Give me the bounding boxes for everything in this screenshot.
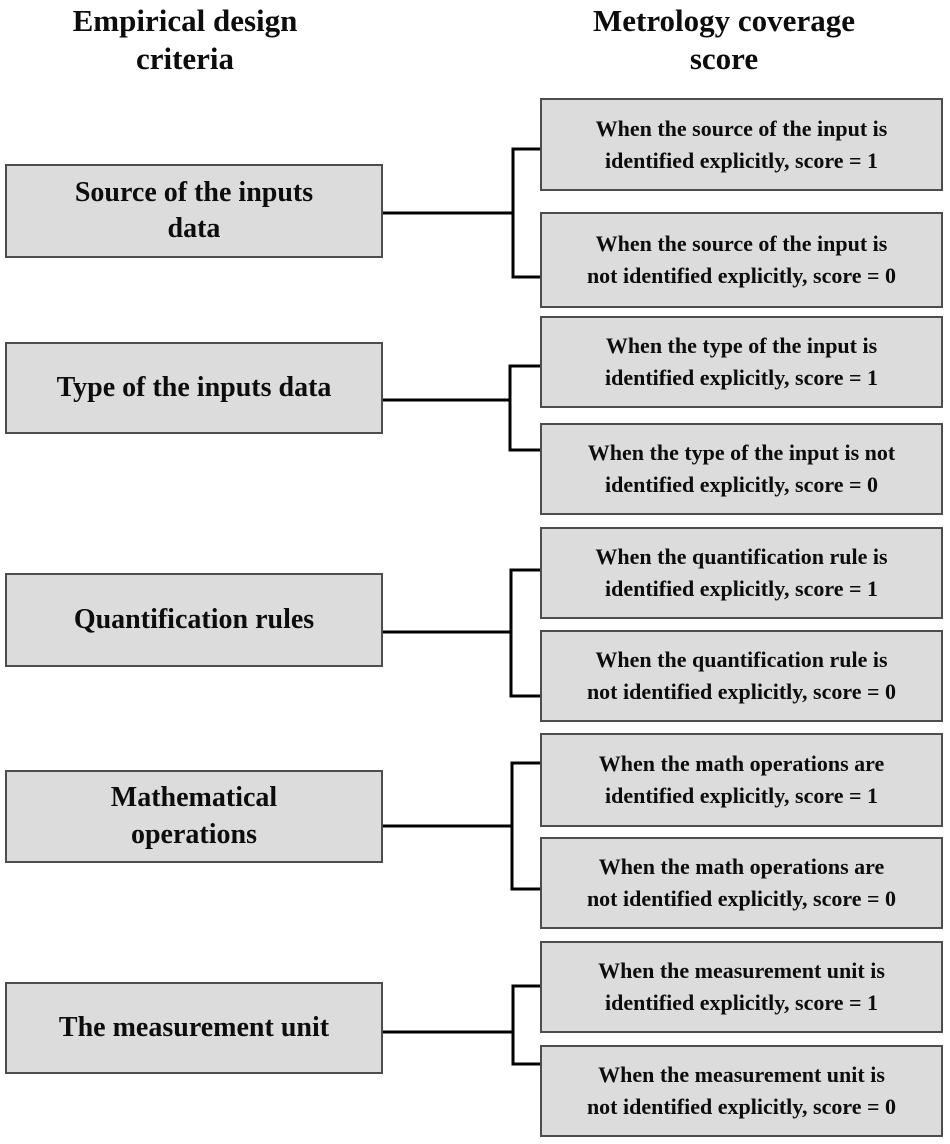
- score-rule-text: When the type of the input is not identi…: [587, 440, 896, 497]
- criterion-box-mathematical-operations: Mathematical operations: [5, 770, 383, 863]
- criterion-box-source-of-inputs: Source of the inputs data: [5, 164, 383, 258]
- score-box-source-score-1: When the source of the input is identifi…: [540, 98, 943, 191]
- criterion-label: Type of the inputs data: [56, 371, 332, 403]
- score-rule-text: When the measurement unit is not identif…: [586, 1062, 897, 1119]
- connector-type-of-inputs: [383, 364, 540, 452]
- criterion-label: The measurement unit: [58, 1011, 330, 1043]
- score-rule-text: When the measurement unit is identified …: [598, 958, 885, 1015]
- score-rule-text: When the source of the input is identifi…: [595, 115, 888, 173]
- left-column-header: Empirical design criteria: [72, 3, 298, 76]
- score-box-math-score-0: When the math operations are not identif…: [540, 837, 943, 929]
- score-rule-text: When the type of the input is identified…: [604, 333, 879, 390]
- score-box-type-score-0: When the type of the input is not identi…: [540, 423, 943, 515]
- score-rule-text: When the quantification rule is identifi…: [595, 544, 888, 601]
- connector-mathematical-operations: [383, 761, 540, 891]
- criterion-label: Quantification rules: [73, 603, 315, 635]
- score-rule-text: When the math operations are not identif…: [586, 854, 897, 911]
- connector-source-of-inputs: [383, 147, 540, 279]
- criterion-label: Source of the inputs data: [74, 176, 314, 244]
- score-box-math-score-1: When the math operations are identified …: [540, 733, 943, 827]
- connector-measurement-unit: [383, 984, 540, 1066]
- score-rule-text: When the quantification rule is not iden…: [586, 647, 897, 704]
- score-rule-text: When the math operations are identified …: [598, 751, 885, 808]
- score-rule-text: When the source of the input is not iden…: [586, 231, 897, 288]
- connector-quantification-rules: [383, 568, 540, 698]
- criterion-box-measurement-unit: The measurement unit: [5, 982, 383, 1074]
- right-column-header: Metrology coverage score: [593, 3, 855, 76]
- score-box-quantification-score-0: When the quantification rule is not iden…: [540, 630, 943, 722]
- score-box-unit-score-0: When the measurement unit is not identif…: [540, 1045, 943, 1137]
- criterion-label: Mathematical operations: [110, 782, 278, 850]
- criterion-box-type-of-inputs: Type of the inputs data: [5, 342, 383, 434]
- score-box-unit-score-1: When the measurement unit is identified …: [540, 941, 943, 1033]
- score-box-quantification-score-1: When the quantification rule is identifi…: [540, 527, 943, 619]
- score-box-type-score-1: When the type of the input is identified…: [540, 316, 943, 408]
- score-box-source-score-0: When the source of the input is not iden…: [540, 212, 943, 308]
- criterion-box-quantification-rules: Quantification rules: [5, 573, 383, 667]
